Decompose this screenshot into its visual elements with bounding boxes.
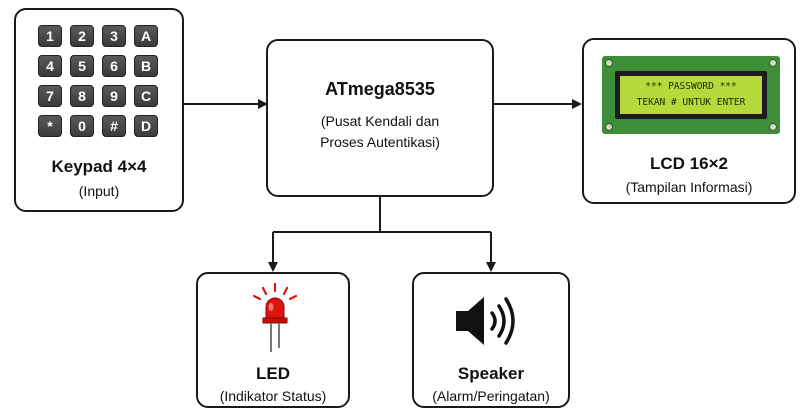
mcu-block: ATmega8535 (Pusat Kendali dan Proses Aut… bbox=[266, 39, 494, 197]
lcd-line-2: TEKAN # UNTUK ENTER bbox=[636, 97, 746, 108]
lcd-display-icon: *** PASSWORD *** TEKAN # UNTUK ENTER bbox=[602, 56, 780, 134]
speaker-block: Speaker (Alarm/Peringatan) bbox=[412, 272, 570, 408]
mcu-title: ATmega8535 bbox=[325, 79, 435, 99]
keypad-key: * bbox=[38, 115, 62, 137]
keypad-key: A bbox=[134, 25, 158, 47]
led-title: LED bbox=[256, 364, 290, 383]
led-subtitle: (Indikator Status) bbox=[219, 388, 327, 404]
mcu-subtitle-line1: (Pusat Kendali dan bbox=[320, 113, 440, 129]
keypad-title: Keypad 4×4 bbox=[51, 157, 147, 176]
speaker-title: Speaker bbox=[457, 364, 525, 383]
keypad-key: 2 bbox=[70, 25, 94, 47]
keypad-key: 6 bbox=[102, 55, 126, 77]
keypad-key: # bbox=[102, 115, 126, 137]
keypad-key: B bbox=[134, 55, 158, 77]
keypad-key: 0 bbox=[70, 115, 94, 137]
keypad-key: 8 bbox=[70, 85, 94, 107]
mcu-subtitle-line2: Proses Autentikasi) bbox=[320, 134, 440, 150]
lcd-title: LCD 16×2 bbox=[650, 154, 728, 173]
speaker-icon bbox=[456, 297, 515, 345]
keypad-key: C bbox=[134, 85, 158, 107]
keypad-subtitle: (Input) bbox=[78, 183, 120, 199]
keypad-key: 7 bbox=[38, 85, 62, 107]
led-icon bbox=[252, 282, 298, 352]
keypad-key: 3 bbox=[102, 25, 126, 47]
keypad-key: 5 bbox=[70, 55, 94, 77]
lcd-block: *** PASSWORD *** TEKAN # UNTUK ENTER LCD… bbox=[582, 38, 796, 204]
lcd-line-1: *** PASSWORD *** bbox=[645, 81, 737, 92]
keypad-key: 9 bbox=[102, 85, 126, 107]
speaker-subtitle: (Alarm/Peringatan) bbox=[432, 388, 550, 404]
keypad-key: 1 bbox=[38, 25, 62, 47]
lcd-screen: *** PASSWORD *** TEKAN # UNTUK ENTER bbox=[620, 76, 762, 114]
led-block: LED (Indikator Status) bbox=[196, 272, 350, 408]
keypad-key: 4 bbox=[38, 55, 62, 77]
keypad-key: D bbox=[134, 115, 158, 137]
lcd-subtitle: (Tampilan Informasi) bbox=[625, 179, 753, 195]
